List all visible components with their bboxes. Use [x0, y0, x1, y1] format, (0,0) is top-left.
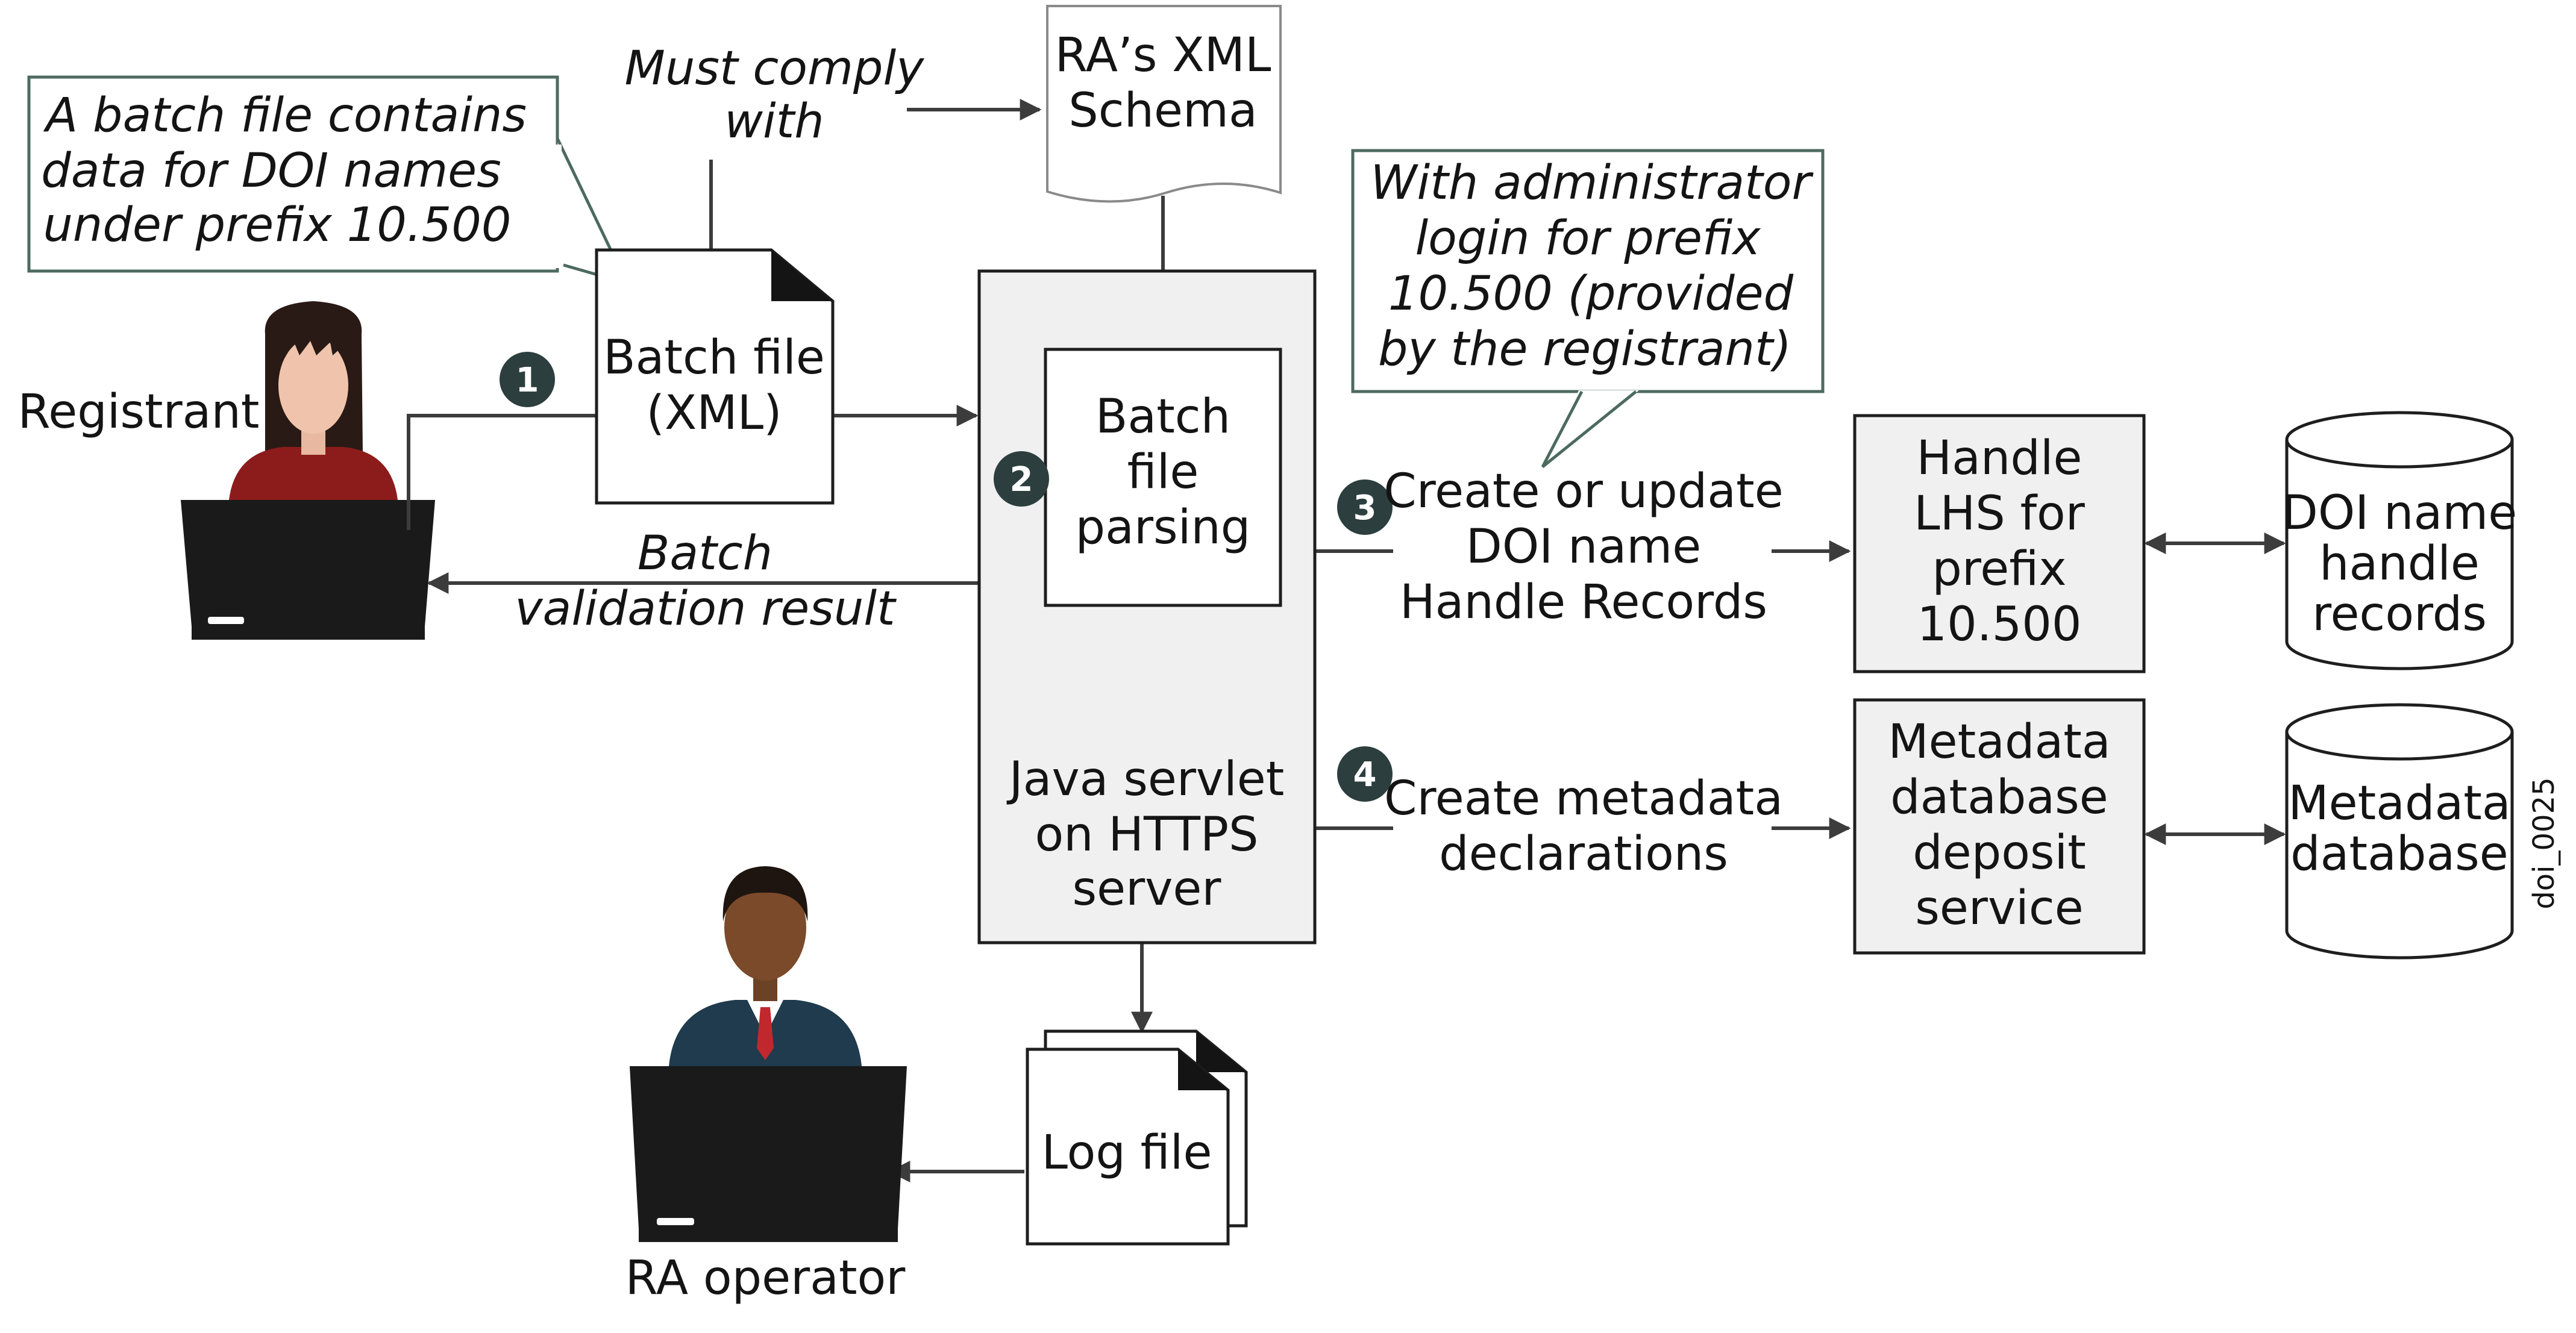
handle-lhs-label-4: 10.500 — [1917, 598, 2082, 652]
operator-face-icon — [724, 875, 806, 981]
registrant-upload-line — [407, 414, 597, 530]
metadata-deposit-box: Metadata database deposit service — [1853, 698, 2146, 955]
callout-admin-login: With administrator login for prefix 10.5… — [1351, 149, 1825, 468]
handle-lhs-label-3: prefix — [1932, 542, 2066, 596]
create-update-line-2: DOI name — [1466, 520, 1701, 574]
create-metadata-line-2: declarations — [1439, 827, 1728, 881]
servlet-title-3: server — [1073, 862, 1222, 916]
servlet-title-2: on HTTPS — [1035, 808, 1258, 862]
operator-laptop-icon — [630, 1066, 907, 1229]
doi-db-label-2: handle — [2319, 537, 2480, 591]
callout-batch-line-1: A batch file contains — [43, 89, 527, 143]
schema-label-2: Schema — [1068, 84, 1258, 138]
step-badges: 1 2 3 4 — [500, 352, 1393, 802]
connectors — [407, 99, 2286, 1182]
step-2-number: 2 — [1010, 460, 1033, 499]
metadata-deposit-label-4: service — [1915, 881, 2083, 935]
create-update-line-1: Create or update — [1384, 464, 1783, 519]
metadata-database: Metadata database — [2285, 703, 2514, 960]
metadata-deposit-label-1: Metadata — [1888, 715, 2110, 769]
log-file-documents: Log file — [1026, 1029, 1248, 1246]
step-2-badge — [994, 451, 1049, 507]
validation-result-line-2: validation result — [515, 582, 897, 636]
step-1-badge — [500, 352, 555, 407]
callout-batch-line-3: under prefix 10.500 — [43, 198, 511, 252]
schema-label-1: RA’s XML — [1055, 28, 1271, 83]
operator-tie-icon — [757, 1007, 774, 1060]
doi-db-label-1: DOI name — [2282, 486, 2517, 540]
ra-operator-label: RA operator — [625, 1251, 906, 1305]
step-4-badge — [1337, 746, 1393, 802]
handle-lhs-label-1: Handle — [1916, 431, 2082, 485]
batch-file-label-2: (XML) — [646, 386, 782, 440]
metadata-deposit-label-2: database — [1890, 770, 2108, 825]
step-3-number: 3 — [1353, 489, 1377, 528]
parsing-label-1: Batch — [1095, 390, 1230, 444]
ra-operator-figure — [630, 866, 907, 1242]
log-file-label: Log file — [1042, 1126, 1212, 1180]
validation-result-line-1: Batch — [638, 526, 772, 581]
java-servlet-box: Batch file parsing Java servlet on HTTPS… — [977, 269, 1317, 944]
parsing-label-2: file — [1127, 445, 1199, 499]
batch-file-document: Batch file (XML) — [595, 248, 835, 505]
metadata-deposit-label-3: deposit — [1913, 826, 2086, 880]
callout-admin-line-2: login for prefix — [1415, 211, 1761, 266]
step-1-number: 1 — [516, 361, 539, 400]
must-comply-line-1: Must comply — [625, 42, 926, 96]
registrant-label: Registrant — [18, 385, 260, 439]
parsing-label-3: parsing — [1076, 501, 1251, 555]
step-4-number: 4 — [1353, 755, 1377, 794]
must-comply-label: Must comply with — [625, 42, 926, 149]
create-update-line-3: Handle Records — [1400, 575, 1767, 629]
figure-id: doi_0025 — [2527, 777, 2561, 909]
handle-lhs-label-2: LHS for — [1914, 487, 2086, 541]
metadata-db-label-1: Metadata — [2288, 776, 2510, 831]
flow-labels: Create or update DOI name Handle Records… — [515, 464, 1783, 881]
batch-file-label-1: Batch file — [603, 331, 825, 385]
registrant-laptop-icon — [181, 500, 435, 626]
callout-batch-line-2: data for DOI names — [41, 144, 501, 198]
doi-records-database: DOI name handle records — [2282, 411, 2517, 670]
callout-admin-line-4: by the registrant) — [1378, 322, 1791, 376]
create-metadata-line-1: Create metadata — [1384, 772, 1783, 826]
handle-lhs-box: Handle LHS for prefix 10.500 — [1853, 414, 2146, 673]
step-3-badge — [1337, 479, 1393, 535]
registrant-face-icon — [278, 337, 348, 434]
metadata-db-label-2: database — [2290, 827, 2509, 881]
must-comply-line-2: with — [724, 95, 824, 149]
schema-document: RA’s XML Schema — [1046, 5, 1282, 203]
callout-batch-contents: A batch file contains data for DOI names… — [27, 75, 630, 286]
callout-admin-line-1: With administrator — [1370, 156, 1814, 210]
servlet-title-1: Java servlet — [1006, 752, 1285, 807]
registrant-figure — [181, 301, 435, 640]
callout-admin-line-3: 10.500 (provided — [1388, 267, 1794, 321]
registrant-shirt-icon — [229, 447, 398, 500]
doi-db-label-3: records — [2312, 587, 2487, 642]
